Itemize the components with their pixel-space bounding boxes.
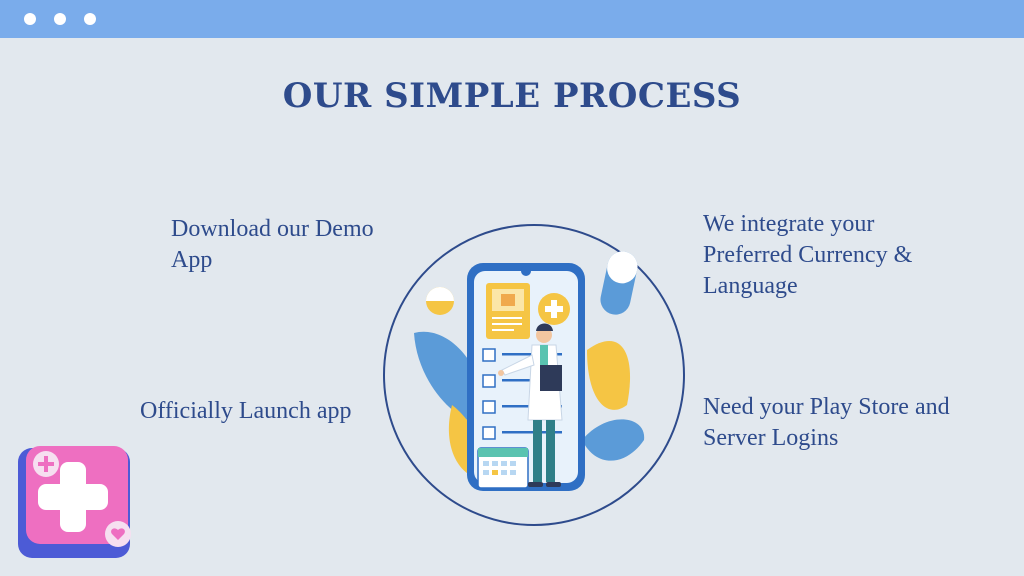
pill-round-icon bbox=[426, 287, 454, 315]
step-launch-app: Officially Launch app bbox=[140, 398, 352, 424]
doctor-phone-illustration bbox=[383, 224, 685, 526]
step-store-logins: Need your Play Store and Server Logins bbox=[703, 394, 950, 451]
doctor-figure bbox=[498, 323, 563, 487]
blue-leaf-left bbox=[414, 331, 484, 425]
window-dot-2[interactable] bbox=[54, 13, 66, 25]
window-dot-3[interactable] bbox=[84, 13, 96, 25]
illustration-circle bbox=[383, 224, 685, 526]
plus-badge-icon bbox=[538, 293, 570, 325]
step-download-demo: Download our Demo App bbox=[171, 216, 374, 273]
blue-leaf-right bbox=[582, 419, 645, 461]
calendar-icon bbox=[477, 447, 529, 489]
page-title: OUR SIMPLE PROCESS bbox=[282, 76, 742, 116]
step-integrate-currency: We integrate your Preferred Currency & L… bbox=[703, 211, 913, 299]
yellow-leaf-right bbox=[587, 341, 631, 410]
window-dot-1[interactable] bbox=[24, 13, 36, 25]
capsule-icon bbox=[600, 251, 638, 315]
window-title-bar bbox=[0, 0, 1024, 38]
medical-cross-icon bbox=[18, 446, 131, 558]
